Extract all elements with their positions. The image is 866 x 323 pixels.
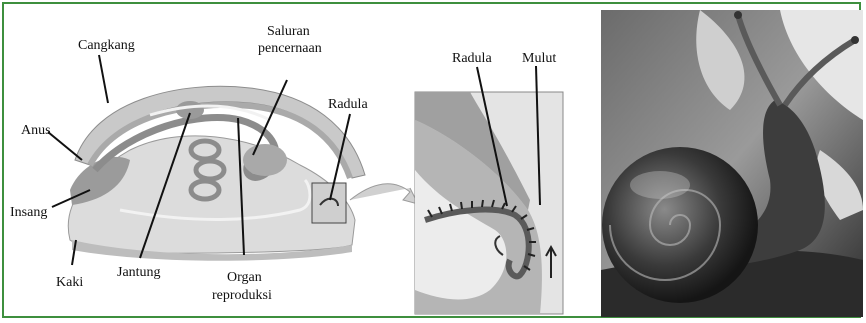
label-jantung: Jantung [117, 265, 161, 280]
label-kaki: Kaki [56, 275, 83, 290]
label-anus: Anus [21, 123, 51, 138]
label-saluran-2: pencernaan [258, 41, 322, 56]
label-saluran-1: Saluran [267, 24, 310, 39]
label-radula-main: Radula [328, 97, 368, 112]
label-mulut: Mulut [522, 51, 556, 66]
label-insang: Insang [10, 205, 47, 220]
photo-shell-highlight [630, 171, 690, 199]
radula-box [312, 183, 346, 223]
label-cangkang: Cangkang [78, 38, 135, 53]
snail-anatomy-diagram: Cangkang Saluran pencernaan Radula Anus … [10, 24, 418, 303]
snail-photograph [601, 10, 863, 317]
label-organ-2: reproduksi [212, 288, 272, 303]
photo-eye-1 [734, 11, 742, 19]
photo-snail-shell [602, 147, 758, 303]
label-radula-zoom: Radula [452, 51, 492, 66]
stomach-shape [243, 144, 287, 176]
jantung-shape [176, 101, 204, 119]
label-organ-1: Organ [227, 270, 262, 285]
zoom-arrow [350, 184, 418, 204]
radula-zoom-panel: Radula Mulut [415, 51, 563, 314]
photo-eye-2 [851, 36, 859, 44]
